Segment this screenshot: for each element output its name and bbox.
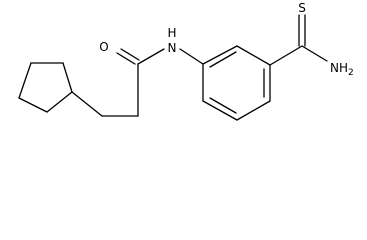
benzene-inner-bond-3 [209,97,237,114]
ring-bond-3 [46,91,73,113]
thiocarbon-to-amine-bond [301,45,328,62]
benzene-bond-2 [236,45,271,66]
oxygen-label: O [99,40,108,54]
ring-to-thiocarbon-bond [269,45,303,66]
amide-hydrogen-label: H [167,26,176,40]
sulfur-label: S [298,1,306,15]
benzene-bond-5 [202,100,238,121]
benzene-bond-1 [202,45,238,65]
benzene-ring [202,45,271,121]
amide-bond [137,48,165,65]
amine-label: NH2 [330,61,354,78]
amide-nitrogen-label: N [168,41,177,55]
amine-label-main: NH [330,61,348,75]
n-aryl-bond [179,48,204,65]
carbonyl-double-bond-b [120,48,140,61]
ring-bond-2 [62,62,73,93]
propanoyl-chain [71,48,165,117]
benzene-bond-4 [236,100,271,121]
ring-bond-4 [18,97,48,113]
chain-bond-1 [71,91,103,117]
thioamide-group [269,14,328,66]
benzene-inner-bond-1 [209,51,237,68]
carbonyl-double-bond-a [116,52,136,65]
structural-formula: O H N S NH2 [18,1,354,121]
ring-bond-5 [18,62,32,99]
amine-label-subscript: 2 [348,68,354,78]
cyclopentane-ring [18,62,73,113]
